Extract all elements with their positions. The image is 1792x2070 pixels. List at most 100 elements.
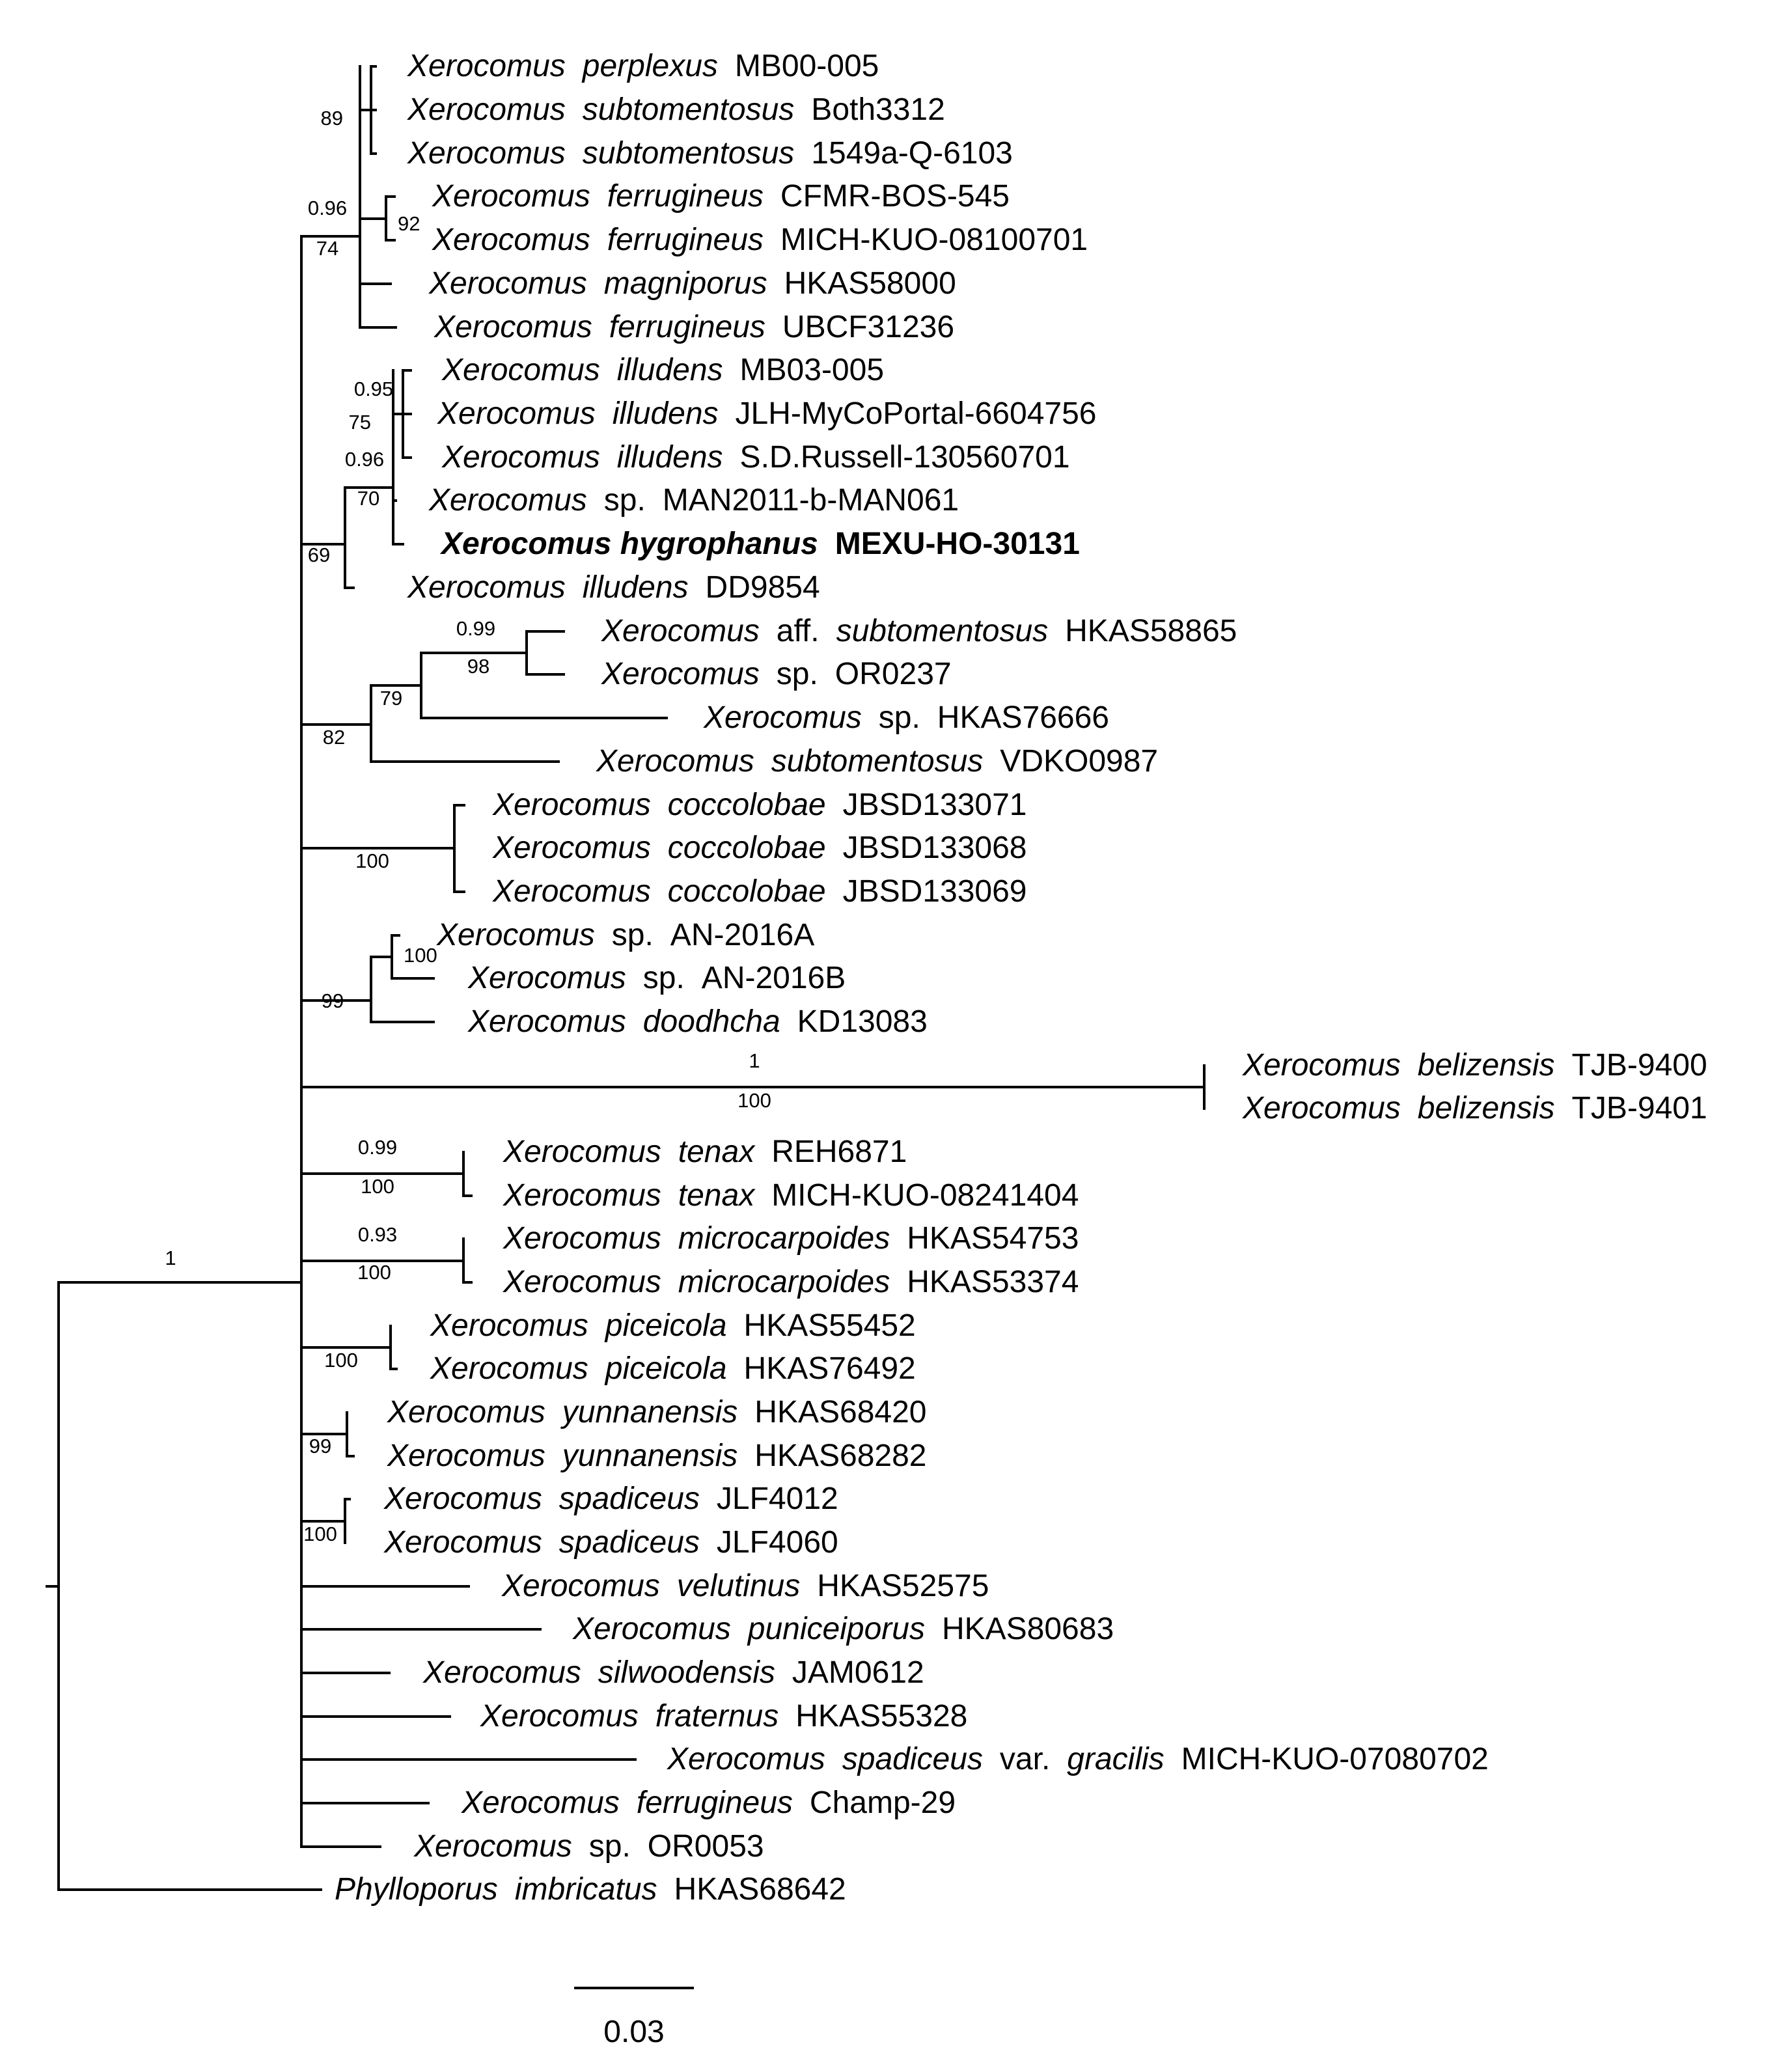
voucher-or-qualifier: HKAS53374 [907, 1265, 1079, 1299]
taxon-name: spadiceus [559, 1525, 700, 1560]
voucher-or-qualifier: HKAS76666 [937, 700, 1109, 735]
voucher-or-qualifier: HKAS58000 [784, 266, 956, 301]
taxon-name: subtomentosus [771, 744, 984, 779]
support-value: 100 [303, 1523, 337, 1545]
voucher-or-qualifier: JLH-MyCoPortal-6604756 [736, 396, 1097, 431]
voucher-or-qualifier: JBSD133069 [843, 874, 1027, 909]
taxon-name: Xerocomus [436, 918, 595, 952]
voucher-or-qualifier: var. [1000, 1742, 1050, 1776]
taxon-name: microcarpoides [678, 1221, 890, 1256]
taxon-name: imbricatus [515, 1872, 657, 1907]
taxon-name: Xerocomus [501, 1569, 660, 1603]
support-value: 1 [165, 1247, 176, 1269]
taxon-name: fraternus [655, 1699, 779, 1733]
voucher-or-qualifier: JLF4012 [717, 1482, 838, 1516]
support-value: 99 [322, 989, 344, 1012]
taxon-name: Xerocomus [437, 396, 596, 431]
voucher-or-qualifier: sp. [643, 961, 685, 995]
taxon-name: Xerocomus [1242, 1048, 1401, 1083]
support-value: 75 [349, 411, 371, 434]
taxon-name: Xerocomus [407, 92, 566, 127]
taxon-name: Xerocomus [422, 1655, 581, 1690]
voucher-or-qualifier: HKAS52575 [817, 1569, 989, 1603]
taxon-name: Xerocomus [383, 1525, 542, 1560]
taxon-name: subtomentosus [583, 92, 795, 127]
voucher-or-qualifier: sp. [604, 483, 646, 518]
taxon-name: Xerocomus [601, 657, 760, 691]
taxon-name: Xerocomus [407, 570, 566, 605]
voucher-or-qualifier: HKAS55452 [744, 1308, 916, 1343]
support-value: 100 [357, 1261, 391, 1284]
taxon-name: Xerocomus [387, 1395, 545, 1429]
support-value: 69 [308, 544, 330, 566]
taxon-name: Xerocomus [428, 266, 587, 301]
voucher-or-qualifier: AN-2016B [702, 961, 846, 995]
voucher-or-qualifier: HKAS55328 [795, 1699, 967, 1733]
taxon-name: ferrugineus [607, 223, 764, 257]
voucher-or-qualifier: HKAS76492 [744, 1351, 916, 1386]
voucher-or-qualifier: MB03-005 [740, 353, 884, 387]
support-value: 82 [323, 726, 345, 749]
taxon-name: Xerocomus [492, 874, 651, 909]
taxon-name: subtomentosus [836, 614, 1049, 648]
support-value: 98 [467, 655, 489, 678]
voucher-or-qualifier: HKAS68420 [754, 1395, 926, 1429]
support-values: 10.967489920.95750.9670690.9998798210010… [165, 107, 771, 1545]
voucher-or-qualifier: REH6871 [771, 1135, 907, 1169]
voucher-or-qualifier: HKAS54753 [907, 1221, 1079, 1256]
taxon-name: Xerocomus [430, 1351, 588, 1386]
tree-branches [46, 65, 1206, 1891]
support-value: 89 [321, 107, 343, 130]
taxon-name: Xerocomus [467, 961, 626, 995]
taxon-name: Xerocomus [434, 310, 592, 344]
taxon-name: subtomentosus [583, 136, 795, 171]
taxon-name: doodhcha [643, 1004, 780, 1039]
support-value: 100 [361, 1175, 394, 1198]
taxon-name: coccolobae [668, 788, 826, 822]
taxon-name: coccolobae [668, 874, 826, 909]
taxon-name: Xerocomus [432, 223, 590, 257]
taxon-name: Xerocomus [441, 440, 600, 475]
support-value: 0.99 [456, 617, 495, 640]
voucher-or-qualifier: 1549a-Q-6103 [811, 136, 1013, 171]
taxon-name: yunnanensis [560, 1439, 738, 1473]
voucher-or-qualifier: TJB-9401 [1572, 1091, 1707, 1125]
taxon-name: Xerocomus [1242, 1091, 1401, 1125]
taxon-name: spadiceus [559, 1482, 700, 1516]
taxon-name: illudens [617, 353, 723, 387]
tip-label: Xerocomus coccolobae JBSD133069 [492, 874, 1027, 909]
taxon-name: Xerocomus [407, 136, 566, 171]
voucher-or-qualifier: Both3312 [811, 92, 945, 127]
taxon-name: Xerocomus [667, 1742, 825, 1776]
voucher-or-qualifier: OR0237 [835, 657, 952, 691]
taxon-name: yunnanensis [560, 1395, 738, 1429]
voucher-or-qualifier: VDKO0987 [1000, 744, 1158, 779]
support-value: 0.93 [358, 1223, 397, 1246]
taxon-name: Xerocomus [430, 1308, 588, 1343]
taxon-name: coccolobae [668, 831, 826, 865]
voucher-or-qualifier: JBSD133068 [843, 831, 1027, 865]
